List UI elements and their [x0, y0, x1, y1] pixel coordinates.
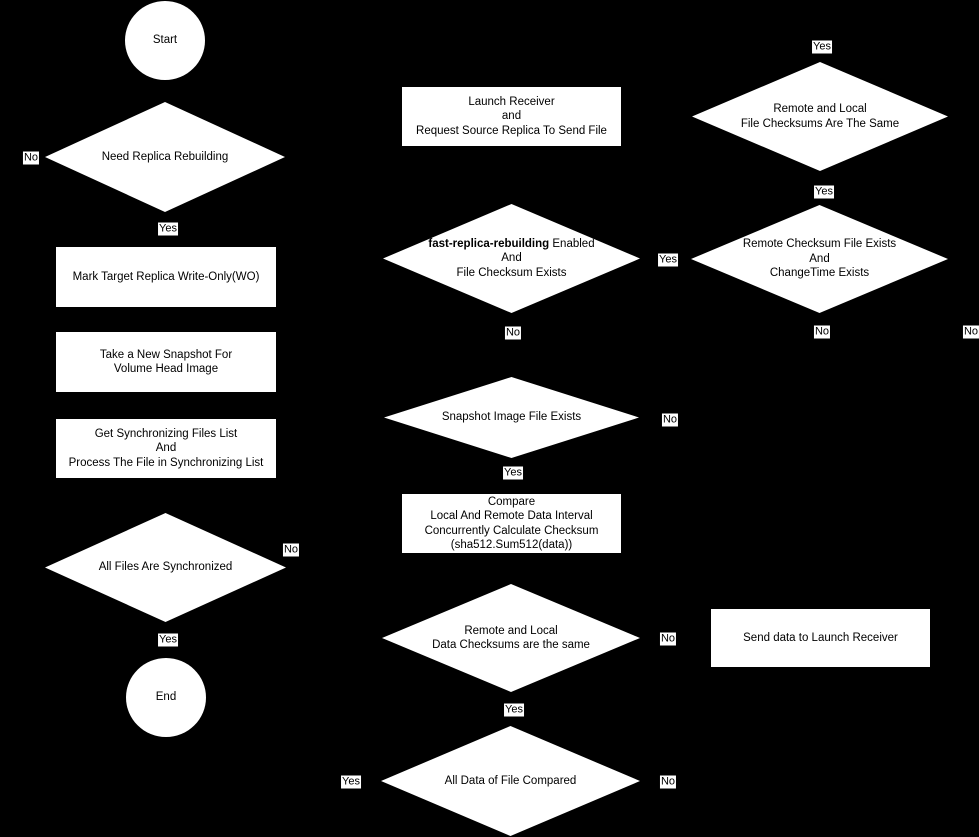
node-text-line: Need Replica Rebuilding	[101, 150, 229, 163]
node-all-data-of-file-compared: All Data of File Compared	[381, 726, 640, 836]
node-text-line: and	[501, 110, 522, 123]
node-text-line: Process The File in Synchronizing List	[68, 456, 264, 469]
edge-label-no-need-replica-rebuilding: No	[22, 151, 40, 165]
node-text-snapshot-image-file-exists: Snapshot Image File Exists	[384, 410, 639, 425]
node-text-line: Start	[152, 34, 178, 47]
node-text-line: Get Synchronizing Files List	[94, 427, 238, 440]
edge-label-yes-file-checksums-same: Yes	[814, 185, 834, 199]
edge-label-no-data-checksums-same: No	[659, 632, 677, 646]
node-text-line: Mark Target Replica Write-Only(WO)	[72, 270, 260, 283]
node-text-line: Volume Head Image	[113, 363, 219, 375]
node-text-line: All Data of File Compared	[444, 774, 577, 787]
node-text-need-replica-rebuilding: Need Replica Rebuilding	[45, 150, 285, 165]
edge-label-yes-snapshot-image-file-exists: Yes	[503, 466, 523, 480]
node-text-line: Remote and Local	[464, 624, 558, 637]
edge-label-no-remote-checksum-file-exists: No	[813, 325, 831, 339]
edge-label-no-snapshot-image-file-exists: No	[661, 413, 679, 427]
node-text-line: Local And Remote Data Interval	[430, 510, 593, 522]
node-text-line: File Checksums Are The Same	[740, 117, 900, 130]
edge-label-yes-all-files-synchronized: Yes	[158, 633, 178, 647]
node-start: Start	[125, 1, 205, 80]
edge-label-no-all-data-compared: No	[659, 775, 677, 789]
node-text-line: Request Source Replica To Send File	[416, 124, 607, 137]
node-text-line: Launch Receiver	[468, 95, 555, 108]
node-text-line: Compare	[487, 495, 536, 508]
node-end: End	[126, 658, 206, 737]
node-send-data-to-launch-receiver: Send data to Launch Receiver	[711, 609, 930, 667]
edge-label-yes-need-replica-rebuilding: Yes	[158, 222, 178, 236]
edge-label-yes-fast-replica-rebuilding: Yes	[658, 253, 678, 267]
node-text-line: And	[809, 252, 830, 265]
node-text-line: Snapshot Image File Exists	[441, 411, 582, 424]
node-text-line: File Checksum Exists	[456, 266, 567, 279]
node-text-line: And	[501, 252, 522, 265]
node-all-files-are-synchronized: All Files Are Synchronized	[45, 513, 286, 622]
node-text-line: ChangeTime Exists	[769, 267, 870, 280]
node-text-line: Send data to Launch Receiver	[743, 631, 898, 644]
node-text-line: Remote Checksum File Exists	[742, 238, 897, 251]
node-text-all-data-of-file-compared: All Data of File Compared	[381, 774, 640, 789]
node-text-line: End	[155, 691, 177, 704]
node-text-line: And	[155, 442, 177, 455]
node-text-mark-target-replica-write-only: Mark Target Replica Write-Only(WO)	[56, 270, 276, 285]
node-snapshot-image-file-exists: Snapshot Image File Exists	[384, 377, 639, 458]
node-text-end: End	[126, 690, 206, 705]
node-text-line: Concurrently Calculate Checksum	[424, 524, 599, 537]
node-text-line: All Files Are Synchronized	[98, 561, 233, 574]
node-text-line: fast-replica-rebuilding Enabled	[428, 237, 595, 250]
edge-label-no-remote-checksum-far-right: No	[962, 325, 979, 339]
edge-label-yes-data-checksums-same: Yes	[504, 703, 524, 717]
edge-label-no-fast-replica-rebuilding: No	[504, 326, 522, 340]
node-text-line: Remote and Local	[773, 103, 867, 115]
node-text-line: (sha512.Sum512(data))	[450, 539, 573, 551]
node-text-start: Start	[125, 33, 205, 48]
edge-label-no-all-files-synchronized: No	[282, 543, 300, 557]
node-text-line: Data Checksums are the same	[432, 639, 590, 651]
edge-label-yes-file-checksums-same-top: Yes	[812, 40, 832, 54]
node-mark-target-replica-write-only: Mark Target Replica Write-Only(WO)	[56, 247, 276, 307]
node-need-replica-rebuilding: Need Replica Rebuilding	[45, 102, 285, 212]
node-text-send-data-to-launch-receiver: Send data to Launch Receiver	[711, 631, 930, 646]
node-text-line: Take a New Snapshot For	[99, 348, 233, 361]
node-text-all-files-are-synchronized: All Files Are Synchronized	[45, 560, 286, 575]
edge-label-yes-all-data-compared: Yes	[341, 775, 361, 789]
